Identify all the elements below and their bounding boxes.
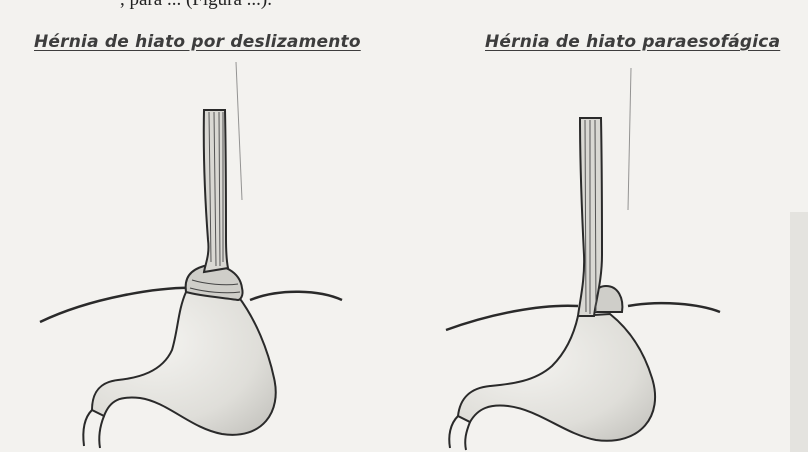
stomach-left: [92, 292, 276, 435]
paraesophageal-hernia-diagram: [446, 118, 720, 450]
scan-mark-right: [628, 68, 631, 210]
duodenum-left: [83, 410, 104, 448]
sliding-hernia-diagram: [40, 110, 342, 448]
stomach-right: [458, 314, 655, 441]
scan-mark-left: [236, 62, 242, 200]
page-edge-shadow: [790, 212, 808, 452]
